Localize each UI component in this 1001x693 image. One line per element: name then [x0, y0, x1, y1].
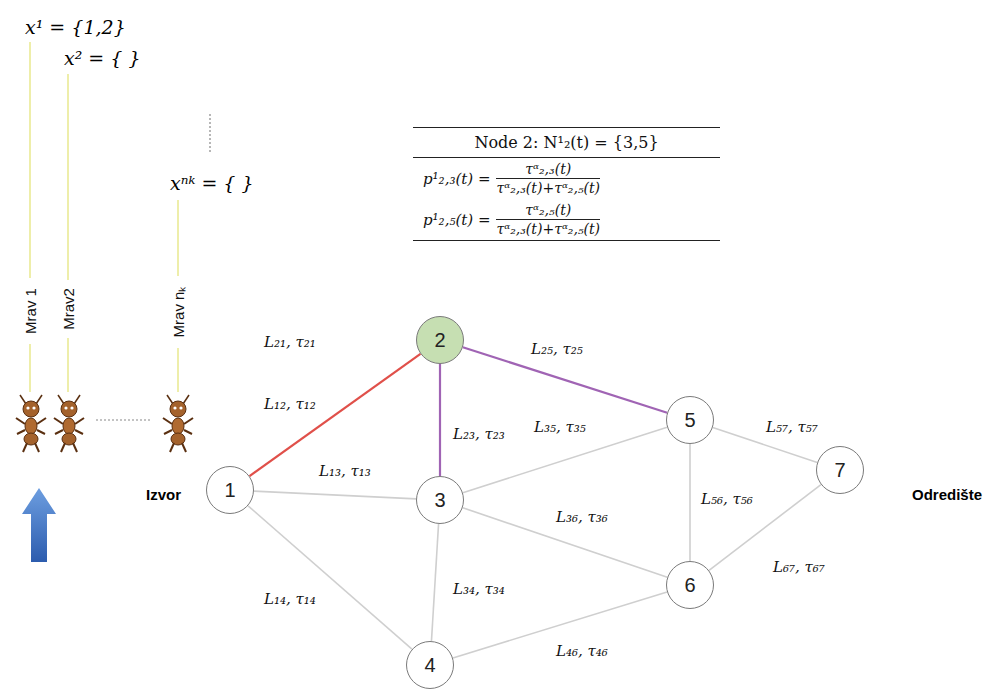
numerator: τᵅ₂,₅(t) — [525, 202, 571, 218]
ant-trace — [30, 42, 178, 392]
node-number: 4 — [424, 654, 435, 677]
node-number: 5 — [684, 409, 695, 432]
node-number: 6 — [684, 574, 695, 597]
formula-table: Node 2: N¹₂(t) = {3,5} p¹₂,₃(t) = τᵅ₂,₃(t)… — [413, 127, 720, 241]
fraction: τᵅ₂,₅(t) τᵅ₂,₃(t)+τᵅ₂,₅(t) — [496, 202, 600, 237]
ellipsis-line — [96, 419, 152, 420]
graph-edge — [254, 491, 416, 499]
fraction-bar — [496, 219, 600, 220]
node-number: 3 — [434, 489, 445, 512]
denominator: τᵅ₂,₃(t)+τᵅ₂,₅(t) — [496, 180, 600, 196]
graph-edge — [689, 444, 691, 561]
graph-edge — [463, 508, 668, 578]
destination-label: Odredište — [912, 486, 982, 503]
edge-label: L₃₆, τ₃₆ — [555, 508, 609, 526]
denominator: τᵅ₂,₃(t)+τᵅ₂,₅(t) — [496, 221, 600, 237]
graph-node: 2 — [416, 316, 464, 364]
table-header-text: Node 2: N¹₂(t) = {3,5} — [474, 133, 658, 152]
formula-lhs: p¹₂,₃(t) = — [423, 170, 490, 188]
fraction: τᵅ₂,₃(t) τᵅ₂,₃(t)+τᵅ₂,₅(t) — [496, 161, 600, 196]
edge-label: L₂₁, τ₂₁ — [263, 333, 317, 351]
numerator: τᵅ₂,₃(t) — [525, 161, 571, 177]
graph-edge — [439, 364, 441, 476]
start-arrow — [22, 488, 56, 562]
graph-edge — [250, 354, 421, 476]
formula-lhs: p¹₂,₅(t) = — [423, 211, 490, 229]
table-header: Node 2: N¹₂(t) = {3,5} — [413, 128, 720, 158]
source-label: Izvor — [146, 486, 181, 503]
edge-label: L₃₄, τ₃₄ — [452, 580, 506, 598]
ant-name: Mrav nₖ — [168, 287, 188, 338]
ant-path: xⁿᵏ = { } — [170, 172, 254, 194]
edge-label: L₅₇, τ₅₇ — [765, 418, 819, 436]
graph-node: 4 — [406, 641, 454, 689]
graph-node: 7 — [816, 446, 864, 494]
graph-node: 1 — [206, 466, 254, 514]
graph-edge — [431, 524, 438, 641]
graph-node: 6 — [666, 561, 714, 609]
edge-label: L₁₂, τ₁₂ — [263, 395, 317, 413]
edge-label: L₁₄, τ₁₄ — [263, 590, 317, 608]
edge-label: L₆₇, τ₆₇ — [772, 558, 826, 576]
node-number: 2 — [434, 329, 445, 352]
ant-name: Mrav2 — [60, 288, 77, 330]
formula-row: p¹₂,₃(t) = τᵅ₂,₃(t) τᵅ₂,₃(t)+τᵅ₂,₅(t) — [413, 158, 720, 199]
node-number: 1 — [224, 479, 235, 502]
ant-icon — [163, 395, 193, 452]
graph-edge — [248, 506, 412, 649]
edge-label: L₄₆, τ₄₆ — [555, 642, 609, 660]
ant-icon — [16, 395, 46, 452]
edge-label: L₁₃, τ₁₃ — [318, 462, 372, 480]
ant-path: x¹ = {1,2} — [25, 16, 126, 38]
ant-name: Mrav 1 — [22, 288, 39, 334]
edge-label: L₅₆, τ₅₆ — [700, 490, 754, 508]
edge-label: L₂₃, τ₂₃ — [452, 425, 506, 443]
formula-row: p¹₂,₅(t) = τᵅ₂,₅(t) τᵅ₂,₃(t)+τᵅ₂,₅(t) — [413, 199, 720, 240]
fraction-bar — [496, 178, 600, 179]
edge-label: L₃₅, τ₃₅ — [533, 418, 587, 436]
graph-node: 3 — [416, 476, 464, 524]
graph-node: 5 — [666, 396, 714, 444]
node-number: 7 — [834, 459, 845, 482]
ellipsis-line — [209, 114, 210, 152]
ant-icon — [54, 395, 84, 452]
edge-label: L₂₅, τ₂₅ — [530, 340, 584, 358]
ant-path: x² = { } — [64, 47, 141, 69]
